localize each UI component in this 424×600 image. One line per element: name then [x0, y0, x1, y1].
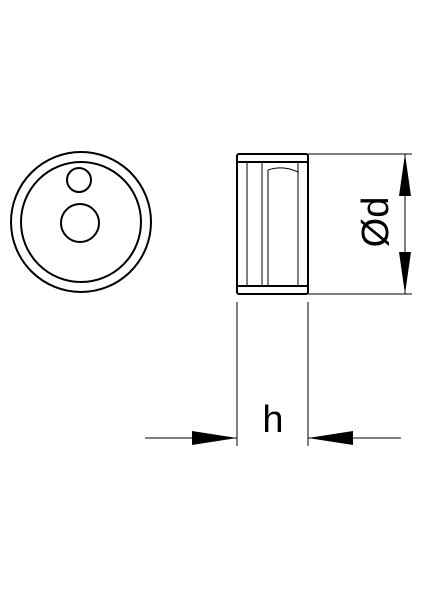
diameter-dimension: Ød [308, 153, 412, 295]
arrow-down-icon [399, 252, 411, 294]
side-view [236, 153, 309, 295]
height-label: h [262, 399, 283, 441]
body-outline [236, 153, 309, 295]
arrow-left-icon [308, 431, 353, 445]
groove-curve [267, 167, 299, 173]
front-view [10, 151, 152, 293]
height-dimension: h [145, 302, 401, 446]
center-hole-circle [60, 203, 100, 243]
arrow-right-icon [192, 431, 237, 445]
inner-rim-circle [20, 161, 142, 283]
arrow-up-icon [399, 154, 411, 196]
small-hole-circle [66, 167, 92, 193]
diameter-label: Ød [355, 197, 397, 248]
outer-rim-circle [10, 151, 152, 293]
